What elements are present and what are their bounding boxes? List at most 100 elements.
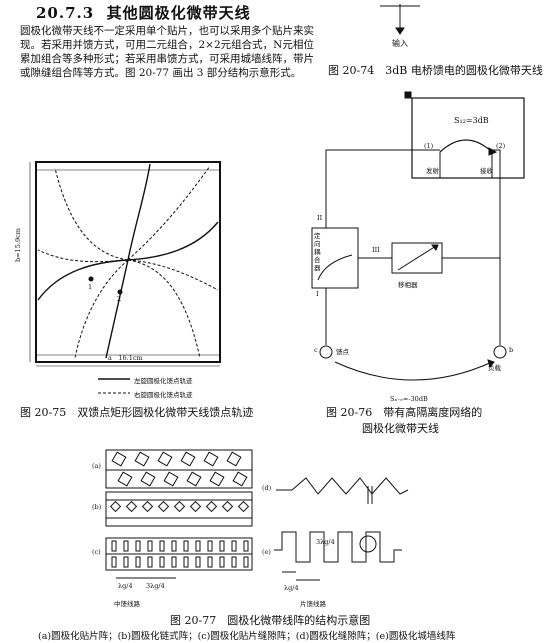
fig75-curve-dashed-3 [127, 259, 201, 359]
fig77-caption: 图 20-77 圆极化微带线阵的结构示意图 [170, 614, 371, 627]
fig77a-patch [111, 451, 127, 467]
fig75-curve-solid-4 [127, 163, 151, 261]
fig76-tx: 发射 [426, 167, 439, 175]
fig77a-patch [157, 451, 173, 467]
fig77-row-c: (c) [92, 548, 101, 556]
fig77b-link [173, 500, 186, 513]
fig75-curve-dashed-5 [37, 249, 129, 263]
fig75-point-2-label: 2 [117, 295, 122, 303]
fig74-arrow [395, 27, 405, 35]
fig77c-slot [195, 556, 201, 568]
fig74-input-label: 输入 [392, 39, 408, 48]
fig75-bottom-label: a 16.1cm [108, 354, 143, 362]
fig76-port1: (1) [424, 142, 434, 150]
fig76-load-b: b [509, 346, 514, 354]
fig77-row-a: (a) [92, 462, 101, 470]
fig77c-slot [111, 556, 117, 568]
fig76-source-circle [319, 345, 333, 359]
fig77c-slot [135, 540, 141, 552]
fig77c-slot [147, 540, 153, 552]
fig76-bottom-label: Sₐ₋ₑ=-30dB [390, 395, 428, 403]
fig76-load-label: 负载 [488, 364, 501, 372]
fig77a-patch [232, 471, 248, 487]
fig77c-slot [219, 540, 225, 552]
fig76-load-circle [493, 345, 507, 359]
fig77d-zigzag [276, 477, 409, 495]
fig77c-slot [135, 556, 141, 568]
fig76-caption-1: 图 20-76 带有高隔离度网络的 [326, 406, 483, 419]
fig76-coupler-curve [317, 254, 353, 281]
fig76-source-label: 馈点 [336, 348, 349, 356]
fig77-right-d: (d) [262, 484, 272, 492]
fig77b-substrate [105, 491, 253, 527]
fig77c-slot [195, 540, 201, 552]
fig77b-link [157, 500, 170, 513]
fig76-source-c: c [314, 346, 318, 354]
fig76-antenna-box [411, 97, 525, 179]
fig77c-slot [231, 540, 237, 552]
fig75-point-1-label: 1 [88, 283, 93, 291]
fig76-s-label: S₁₂=3dB [454, 116, 489, 125]
fig76-port-arc [439, 139, 493, 153]
fig77-dim-label-2: 3λg/4 [146, 582, 165, 590]
fig77c-slot [231, 556, 237, 568]
fig77b-link [221, 500, 234, 513]
fig77-line-label-2: 片馈线路 [300, 600, 326, 608]
fig77c-slot [147, 556, 153, 568]
fig77c-slot [243, 540, 249, 552]
fig77c-slot [123, 556, 129, 568]
fig75-curve-dashed-6 [127, 259, 219, 291]
fig76-rx: 接收 [480, 167, 493, 175]
fig77b-link [189, 500, 202, 513]
fig75-caption: 图 20-75 双馈点矩形圆极化微带天线馈点轨迹 [20, 406, 254, 419]
fig77a-patch [209, 471, 225, 487]
fig76-coupler-port-II: II [317, 214, 323, 222]
fig77c-slot [243, 556, 249, 568]
fig75-curve-solid-2 [105, 259, 129, 359]
fig76-caption-2: 圆极化微带天线 [362, 422, 439, 435]
fig74-caption: 图 20-74 3dB 电桥馈电的圆极化微带天线 [328, 64, 543, 77]
fig76-isolation-arc [334, 361, 493, 381]
fig77c-slot [111, 540, 117, 552]
fig77a-substrate [105, 449, 253, 489]
fig77a-patch [134, 451, 150, 467]
fig77c-slot [171, 556, 177, 568]
fig77c-slot [159, 556, 165, 568]
fig77-right-e: (e) [262, 548, 271, 556]
fig75-curve-solid-3 [127, 221, 219, 261]
fig77a-patch [163, 471, 179, 487]
fig77c-slot [207, 540, 213, 552]
fig77-dim-label-3: 3λg/4 [316, 538, 335, 546]
fig77e-meander [274, 531, 402, 563]
fig77b-link [141, 500, 154, 513]
section-heading: 其他圆极化微带天线 [106, 4, 251, 22]
section-title: 20.7.3 其他圆极化微带天线 [36, 2, 251, 23]
fig77c-slot [123, 540, 129, 552]
fig77a-patch [140, 471, 156, 487]
fig77b-link [109, 500, 122, 513]
fig76-phase-label: 移相器 [398, 281, 418, 289]
fig77-row-b: (b) [92, 503, 102, 511]
fig76-coupler-label: 定向耦合器 [314, 232, 321, 272]
body-paragraph: 圆极化微带天线不一定采用单个贴片，也可以采用多个贴片来实现。若采用并馈方式，可用… [20, 25, 314, 79]
fig76-phase-diagonal [397, 245, 437, 271]
fig76-line-to-phase [470, 149, 501, 259]
fig75-curve-dashed-1 [54, 167, 129, 261]
fig77-dim-label-4: λg/4 [284, 584, 299, 592]
fig77b-link [205, 500, 218, 513]
fig75-patch-outline [35, 161, 221, 363]
fig75-curve-dashed-4 [127, 165, 211, 261]
fig75-legend-2: 右旋圆极化馈点轨迹 [134, 391, 193, 399]
fig75-point-1 [88, 276, 94, 282]
fig77c-slot [183, 556, 189, 568]
fig77c-slot [159, 540, 165, 552]
fig76-coupler-port-I: I [316, 290, 319, 298]
section-number: 20.7.3 [36, 4, 95, 22]
fig76-isolation-arrow [487, 359, 495, 369]
fig77a-patch [203, 451, 219, 467]
fig77a-patch [226, 451, 242, 467]
